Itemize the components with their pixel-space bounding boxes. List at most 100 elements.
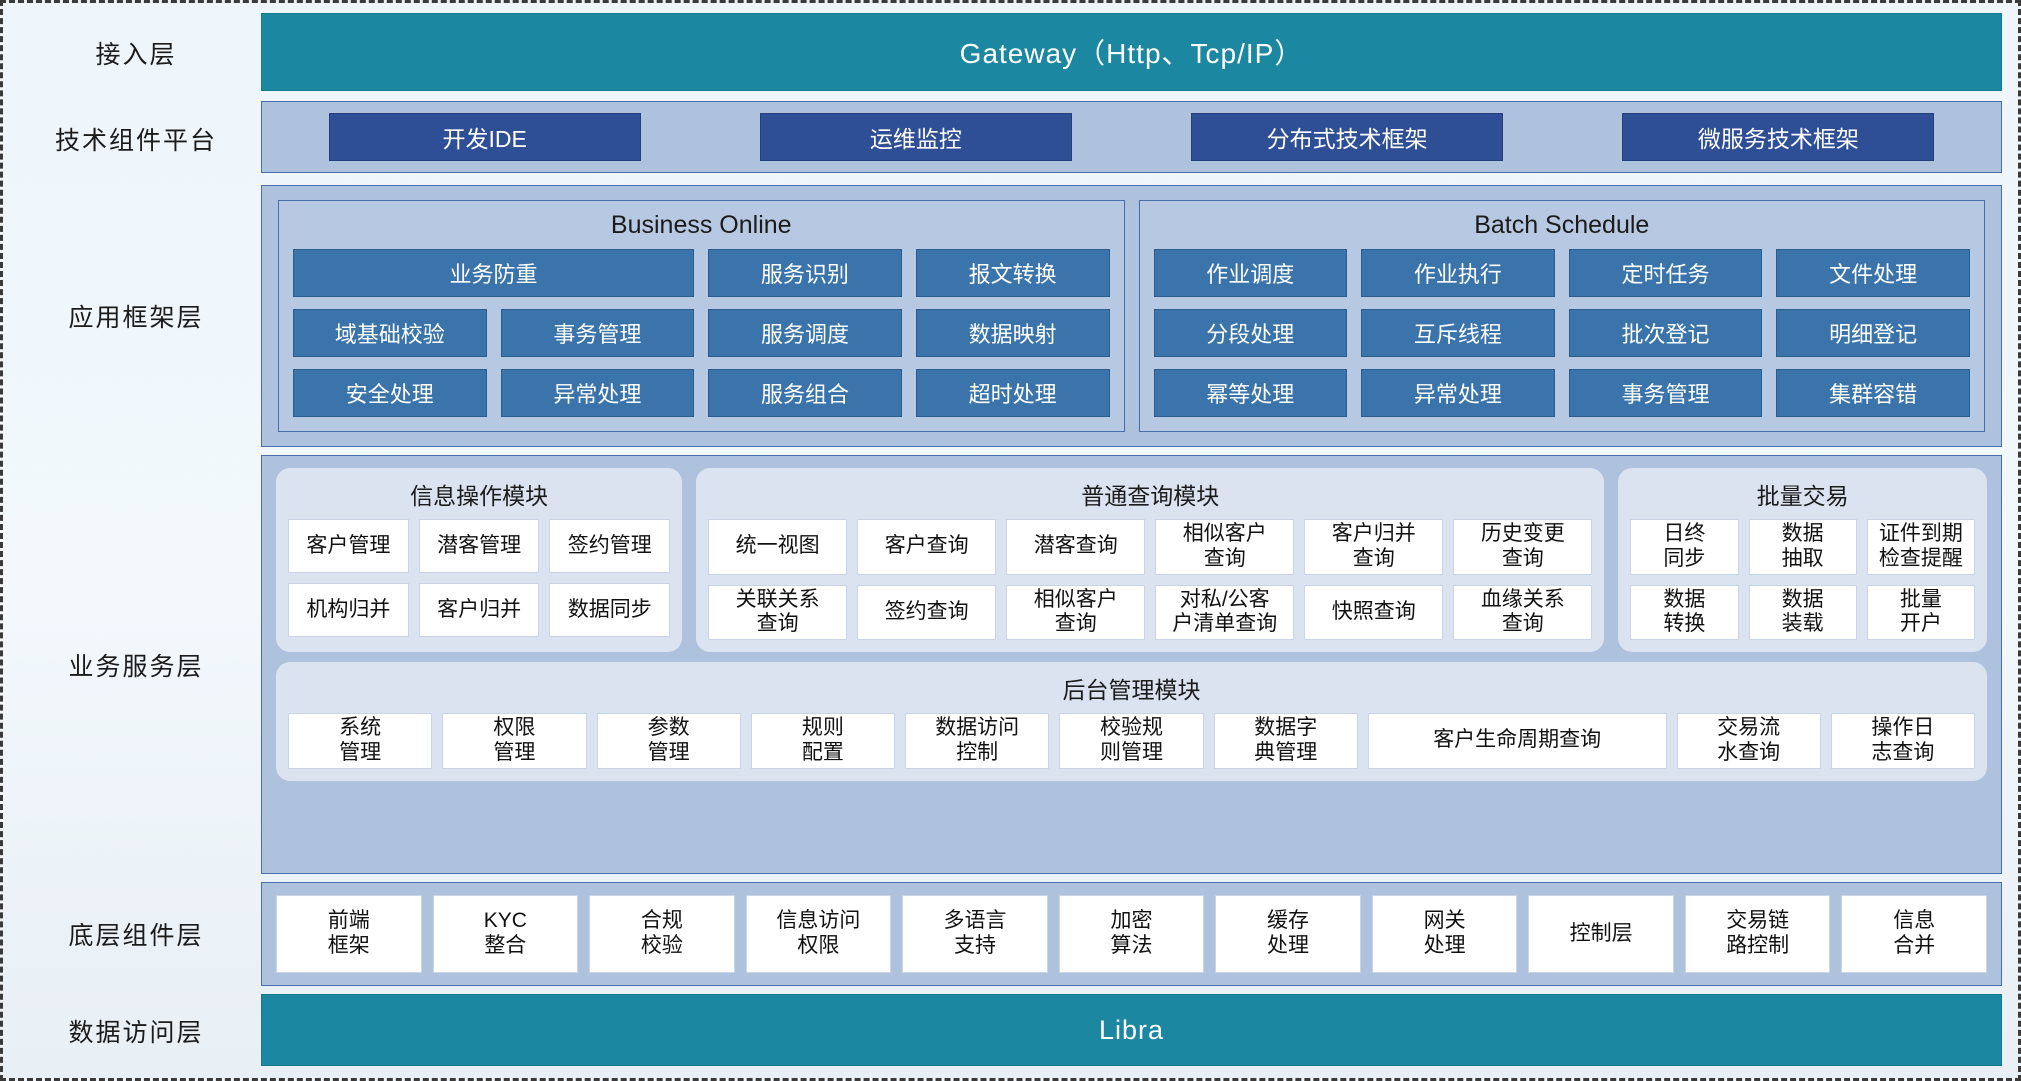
app-cell[interactable]: 事务管理 xyxy=(500,309,695,357)
app-cell[interactable]: 报文转换 xyxy=(915,249,1110,297)
service-cell-row: 客户管理潜客管理签约管理 xyxy=(288,519,671,573)
layer-label-tech: 技术组件平台 xyxy=(54,127,217,155)
service-cell[interactable]: 血缘关系 查询 xyxy=(1453,584,1593,641)
service-cell[interactable]: 客户查询 xyxy=(857,519,997,575)
layer-label-dataaccess: 数据访问层 xyxy=(68,1019,204,1047)
service-panel: 信息操作模块客户管理潜客管理签约管理机构归并客户归并数据同步 xyxy=(276,468,683,653)
service-panel-title: 批量交易 xyxy=(1756,483,1849,509)
tech-chip-1[interactable]: 运维监控 xyxy=(759,113,1072,161)
component-cell[interactable]: 前端 框架 xyxy=(276,895,422,973)
app-cell[interactable]: 超时处理 xyxy=(915,369,1110,417)
layer-row-access: 接入层 Gateway（Http、Tcp/IP） xyxy=(11,13,2002,93)
layer-label-businessservice: 业务服务层 xyxy=(68,652,204,681)
service-cell[interactable]: 证件到期 检查提醒 xyxy=(1866,519,1975,575)
service-cell[interactable]: 相似客户 查询 xyxy=(1006,584,1146,641)
service-cell[interactable]: 系统 管理 xyxy=(288,713,433,769)
component-cell[interactable]: 网关 处理 xyxy=(1371,895,1518,973)
app-cell[interactable]: 事务管理 xyxy=(1568,369,1763,417)
app-cell[interactable]: 定时任务 xyxy=(1568,249,1763,297)
service-cell[interactable]: 日终 同步 xyxy=(1630,519,1739,575)
component-cell[interactable]: 合规 校验 xyxy=(589,895,735,973)
app-grid-row: 幂等处理异常处理事务管理集群容错 xyxy=(1153,369,1970,417)
component-cell[interactable]: KYC 整合 xyxy=(432,895,579,973)
service-cell[interactable]: 关联关系 查询 xyxy=(708,584,848,641)
app-cell[interactable]: 分段处理 xyxy=(1153,309,1348,357)
tech-chip-0[interactable]: 开发IDE xyxy=(328,113,641,161)
service-cell[interactable]: 权限 管理 xyxy=(442,713,587,769)
service-cell[interactable]: 潜客查询 xyxy=(1006,519,1146,575)
service-cell[interactable]: 规则 配置 xyxy=(750,713,896,769)
app-cell[interactable]: 数据映射 xyxy=(915,309,1110,357)
service-panel: 后台管理模块系统 管理权限 管理参数 管理规则 配置数据访问 控制校验规 则管理… xyxy=(276,662,1987,781)
service-cell[interactable]: 操作日 志查询 xyxy=(1830,713,1976,769)
app-grid-row: 分段处理互斥线程批次登记明细登记 xyxy=(1153,309,1970,357)
app-cell[interactable]: 安全处理 xyxy=(293,369,487,417)
service-cell[interactable]: 客户管理 xyxy=(288,519,409,573)
app-cell[interactable]: 明细登记 xyxy=(1776,309,1970,357)
service-cell[interactable]: 签约管理 xyxy=(549,519,671,573)
service-cell[interactable]: 相似客户 查询 xyxy=(1155,519,1295,575)
service-panels-bottom-row: 后台管理模块系统 管理权限 管理参数 管理规则 配置数据访问 控制校验规 则管理… xyxy=(276,662,1987,781)
service-panel: 普通查询模块统一视图客户查询潜客查询相似客户 查询客户归并 查询历史变更 查询关… xyxy=(696,468,1605,653)
service-cell[interactable]: 交易流 水查询 xyxy=(1676,713,1821,769)
service-cell[interactable]: 数据同步 xyxy=(549,583,671,637)
service-cell[interactable]: 数据 抽取 xyxy=(1748,519,1857,575)
component-cell[interactable]: 加密 算法 xyxy=(1058,895,1205,973)
service-cell[interactable]: 数据字 典管理 xyxy=(1213,713,1358,769)
app-cell[interactable]: 服务调度 xyxy=(708,309,902,357)
service-cell[interactable]: 历史变更 查询 xyxy=(1453,519,1593,575)
component-cell[interactable]: 缓存 处理 xyxy=(1215,895,1361,973)
service-cell[interactable]: 数据 装载 xyxy=(1748,584,1857,641)
service-cell[interactable]: 客户生命周期查询 xyxy=(1367,713,1667,769)
service-cell[interactable]: 签约查询 xyxy=(857,584,997,641)
service-cell[interactable]: 校验规 则管理 xyxy=(1059,713,1204,769)
layer-label-bottomcomponent: 底层组件层 xyxy=(68,922,204,950)
service-cell[interactable]: 潜客管理 xyxy=(418,519,540,573)
app-cell[interactable]: 幂等处理 xyxy=(1153,369,1348,417)
app-cell[interactable]: 域基础校验 xyxy=(293,309,487,357)
layer-label-access: 接入层 xyxy=(95,41,177,69)
service-panel-title: 信息操作模块 xyxy=(410,483,549,509)
app-cell[interactable]: 文件处理 xyxy=(1776,249,1970,297)
service-cell-row: 日终 同步数据 抽取证件到期 检查提醒 xyxy=(1630,519,1975,575)
component-cell[interactable]: 信息访问 权限 xyxy=(745,895,892,973)
app-cell[interactable]: 集群容错 xyxy=(1776,369,1970,417)
app-cell[interactable]: 业务防重 xyxy=(293,249,694,297)
tech-chip-2[interactable]: 分布式技术框架 xyxy=(1191,113,1504,161)
service-cell[interactable]: 批量 开户 xyxy=(1866,584,1975,641)
service-cell[interactable]: 客户归并 查询 xyxy=(1304,519,1444,575)
service-panel-title: 普通查询模块 xyxy=(1081,483,1220,509)
service-cell[interactable]: 数据 转换 xyxy=(1630,584,1739,641)
component-cell[interactable]: 信息 合并 xyxy=(1841,895,1988,973)
app-cell[interactable]: 批次登记 xyxy=(1568,309,1763,357)
app-cell[interactable]: 服务组合 xyxy=(708,369,902,417)
app-grid-row: 安全处理异常处理服务组合超时处理 xyxy=(293,369,1110,417)
app-cell[interactable]: 作业调度 xyxy=(1153,249,1348,297)
component-cell[interactable]: 交易链 路控制 xyxy=(1684,895,1831,973)
service-cell[interactable]: 数据访问 控制 xyxy=(905,713,1050,769)
service-cell[interactable]: 快照查询 xyxy=(1304,584,1444,641)
service-cell[interactable]: 统一视图 xyxy=(708,519,848,575)
app-cell[interactable]: 作业执行 xyxy=(1361,249,1555,297)
service-cell-row: 系统 管理权限 管理参数 管理规则 配置数据访问 控制校验规 则管理数据字 典管… xyxy=(288,713,1976,769)
service-cell[interactable]: 客户归并 xyxy=(418,583,540,637)
service-cell[interactable]: 对私/公客 户清单查询 xyxy=(1155,584,1295,641)
app-cell[interactable]: 互斥线程 xyxy=(1361,309,1555,357)
business-service-band: 信息操作模块客户管理潜客管理签约管理机构归并客户归并数据同步普通查询模块统一视图… xyxy=(261,455,2002,874)
tech-chip-3[interactable]: 微服务技术框架 xyxy=(1622,113,1935,161)
component-cell[interactable]: 控制层 xyxy=(1528,895,1674,973)
app-cell[interactable]: 异常处理 xyxy=(500,369,695,417)
component-cell[interactable]: 多语言 支持 xyxy=(902,895,1048,973)
app-cell[interactable]: 异常处理 xyxy=(1361,369,1555,417)
service-cell[interactable]: 参数 管理 xyxy=(596,713,741,769)
tech-platform-band: 开发IDE 运维监控 分布式技术框架 微服务技术框架 xyxy=(261,101,2002,173)
service-cell[interactable]: 机构归并 xyxy=(288,583,409,637)
app-cell[interactable]: 服务识别 xyxy=(707,249,902,297)
app-grid-row: 业务防重服务识别报文转换 xyxy=(293,249,1110,297)
service-panels-top-row: 信息操作模块客户管理潜客管理签约管理机构归并客户归并数据同步普通查询模块统一视图… xyxy=(276,468,1987,653)
